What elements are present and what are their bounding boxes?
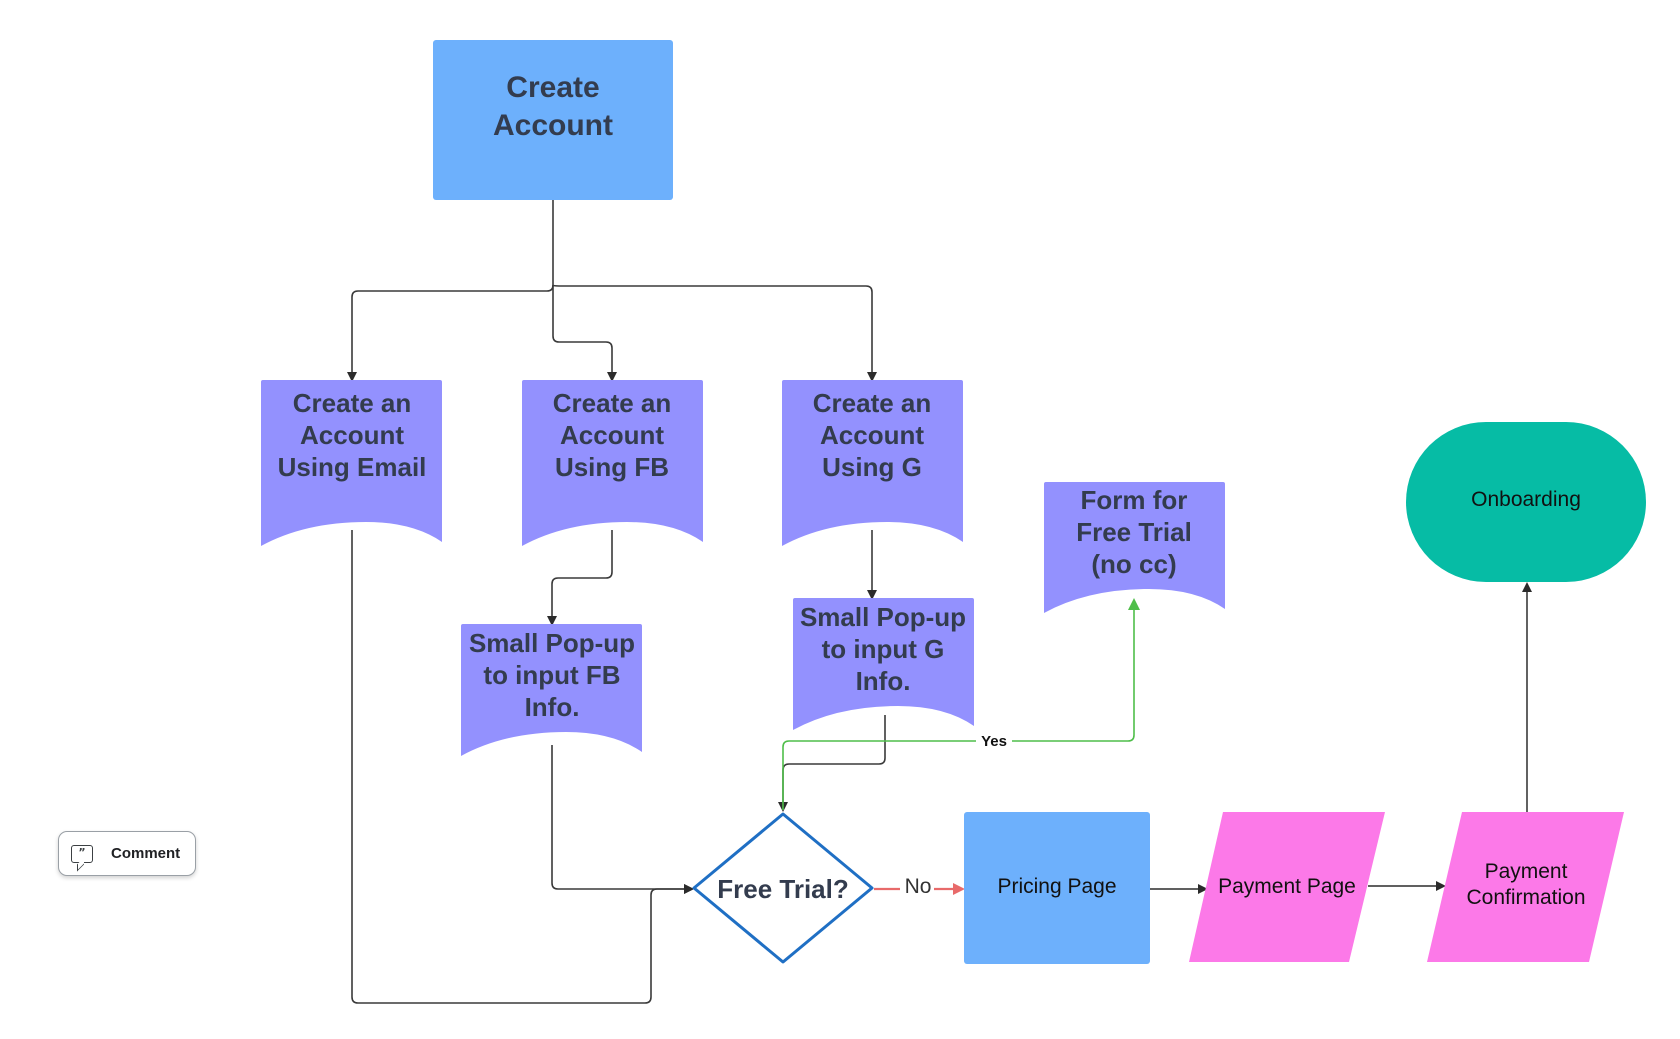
node-label-line: (no cc) bbox=[1091, 549, 1176, 579]
node-label-line: Create an bbox=[813, 388, 932, 418]
edge-label-no: No bbox=[900, 875, 934, 900]
node-label-line: Free Trial bbox=[1076, 517, 1192, 547]
node-label-line: Small Pop-up bbox=[800, 602, 966, 632]
svg-text:No: No bbox=[905, 875, 932, 898]
connectors bbox=[347, 200, 1532, 1004]
node-label-line: Create an bbox=[293, 388, 412, 418]
comment-quote-icon: ” bbox=[71, 844, 93, 863]
edge-create-to-fb bbox=[552, 285, 617, 382]
node-label-line: Create bbox=[506, 71, 599, 104]
node-payment-page[interactable]: Payment Page bbox=[1189, 812, 1385, 962]
node-label-line: Account bbox=[560, 420, 664, 450]
svg-text:Yes: Yes bbox=[981, 733, 1007, 750]
edge-gpopup-to-decision bbox=[778, 715, 886, 812]
node-label-line: Account bbox=[493, 109, 613, 142]
node-free-trial-decision[interactable]: Free Trial? bbox=[692, 812, 874, 964]
edge-create-to-g bbox=[552, 284, 877, 382]
node-label-line: Payment Page bbox=[1218, 875, 1356, 898]
node-label-line: Form for bbox=[1081, 485, 1188, 515]
node-label-line: Account bbox=[300, 420, 404, 450]
node-label-line: Payment bbox=[1485, 860, 1568, 883]
edge-create-to-email bbox=[347, 200, 554, 382]
edge-email-to-decision bbox=[351, 530, 694, 1004]
node-label-line: Onboarding bbox=[1471, 488, 1581, 511]
comment-button-label: Comment bbox=[111, 845, 181, 862]
svg-text:Onboarding: Onboarding bbox=[1471, 488, 1581, 511]
edge-label-yes: Yes bbox=[976, 732, 1012, 750]
edge-fb-to-fbpopup bbox=[547, 530, 613, 626]
svg-text:Pricing Page: Pricing Page bbox=[997, 875, 1116, 898]
node-label-line: to input G bbox=[822, 634, 945, 664]
node-pricing-page[interactable]: Pricing Page bbox=[964, 812, 1150, 964]
svg-text:Free Trial?: Free Trial? bbox=[717, 874, 849, 904]
edge-decision-yes-to-form bbox=[782, 598, 1140, 810]
node-label-line: Using G bbox=[822, 452, 922, 482]
node-label-line: Using Email bbox=[278, 452, 427, 482]
node-label-line: Info. bbox=[856, 666, 911, 696]
node-label-line: Info. bbox=[525, 692, 580, 722]
node-label-line: Pricing Page bbox=[997, 875, 1116, 898]
edge-fbpopup-to-decision bbox=[551, 745, 694, 894]
node-label-line: Account bbox=[820, 420, 924, 450]
node-label-line: Small Pop-up bbox=[469, 628, 635, 658]
node-label-line: Using FB bbox=[555, 452, 669, 482]
svg-text:Payment Page: Payment Page bbox=[1218, 875, 1356, 898]
node-label-line: to input FB bbox=[483, 660, 620, 690]
comment-button[interactable]: ” Comment bbox=[58, 831, 196, 876]
node-label-line: Create an bbox=[553, 388, 672, 418]
node-label-line: Confirmation bbox=[1466, 886, 1585, 909]
node-onboarding[interactable]: Onboarding bbox=[1406, 422, 1646, 582]
node-label-line: Free Trial? bbox=[717, 874, 849, 904]
